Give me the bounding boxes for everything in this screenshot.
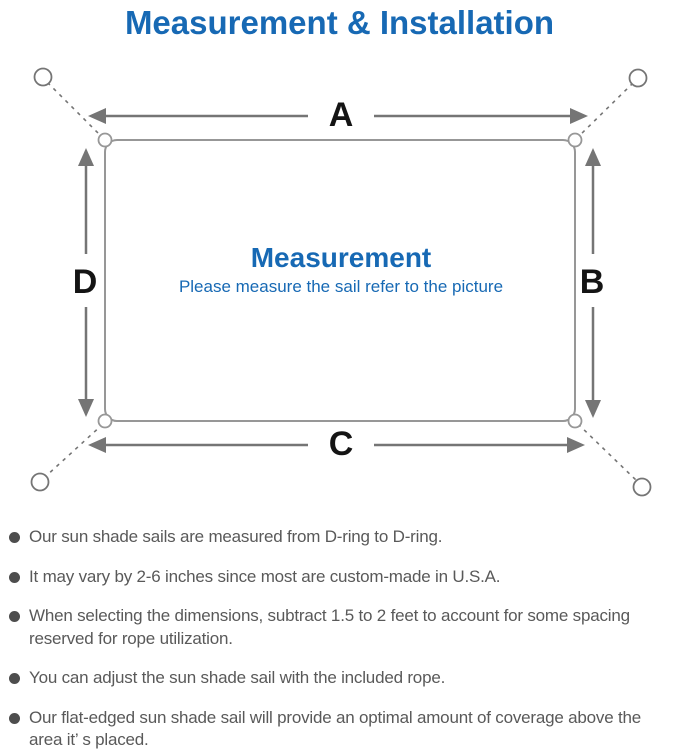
- instruction-list: Our sun shade sails are measured from D-…: [0, 526, 679, 752]
- list-item: Our flat-edged sun shade sail will provi…: [9, 707, 674, 752]
- measurement-diagram: A B C D Measurement Please measure the s…: [30, 67, 652, 497]
- list-item-text: When selecting the dimensions, subtract …: [29, 606, 630, 648]
- diagram-center-subtitle: Please measure the sail refer to the pic…: [179, 277, 503, 296]
- arrow-c: [88, 437, 585, 453]
- sail-outline: [104, 139, 576, 422]
- list-item: Our sun shade sails are measured from D-…: [9, 526, 674, 549]
- list-item-text: You can adjust the sun shade sail with t…: [29, 668, 446, 687]
- rope-line-bottom-right: [577, 423, 638, 482]
- rope-line-top-right: [575, 83, 633, 140]
- list-item-text: Our flat-edged sun shade sail will provi…: [29, 707, 642, 750]
- anchor-ring-bottom-right: [632, 477, 652, 497]
- d-ring-bottom-right: [567, 413, 583, 429]
- dimension-label-b: B: [580, 263, 605, 301]
- dimension-label-a: A: [329, 96, 354, 134]
- dimension-label-d: D: [73, 263, 98, 301]
- rope-line-top-left: [47, 82, 105, 140]
- d-ring-bottom-left: [97, 413, 113, 429]
- list-item: When selecting the dimensions, subtract …: [9, 605, 674, 650]
- rope-line-bottom-left: [44, 423, 104, 478]
- bullet-icon: [9, 712, 20, 724]
- bullet-icon: [9, 532, 20, 543]
- arrow-a: [88, 108, 588, 124]
- list-item: You can adjust the sun shade sail with t…: [9, 667, 674, 690]
- diagram-center-title: Measurement: [251, 242, 432, 273]
- list-item-text: It may vary by 2-6 inches since most are…: [29, 566, 501, 586]
- bullet-icon: [9, 611, 20, 622]
- list-item: It may vary by 2-6 inches since most are…: [9, 566, 674, 589]
- d-ring-top-right: [567, 132, 583, 148]
- bullet-icon: [9, 571, 20, 583]
- arrow-b: [585, 148, 601, 418]
- dimension-label-c: C: [329, 425, 354, 463]
- arrow-d: [78, 148, 94, 417]
- bullet-icon: [9, 673, 20, 684]
- anchor-ring-bottom-left: [30, 472, 50, 492]
- list-item-text: Our sun shade sails are measured from D-…: [29, 527, 443, 546]
- page-title: Measurement & Installation: [124, 4, 555, 41]
- anchor-ring-top-right: [628, 68, 648, 88]
- anchor-ring-top-left: [33, 67, 53, 87]
- d-ring-top-left: [97, 132, 113, 148]
